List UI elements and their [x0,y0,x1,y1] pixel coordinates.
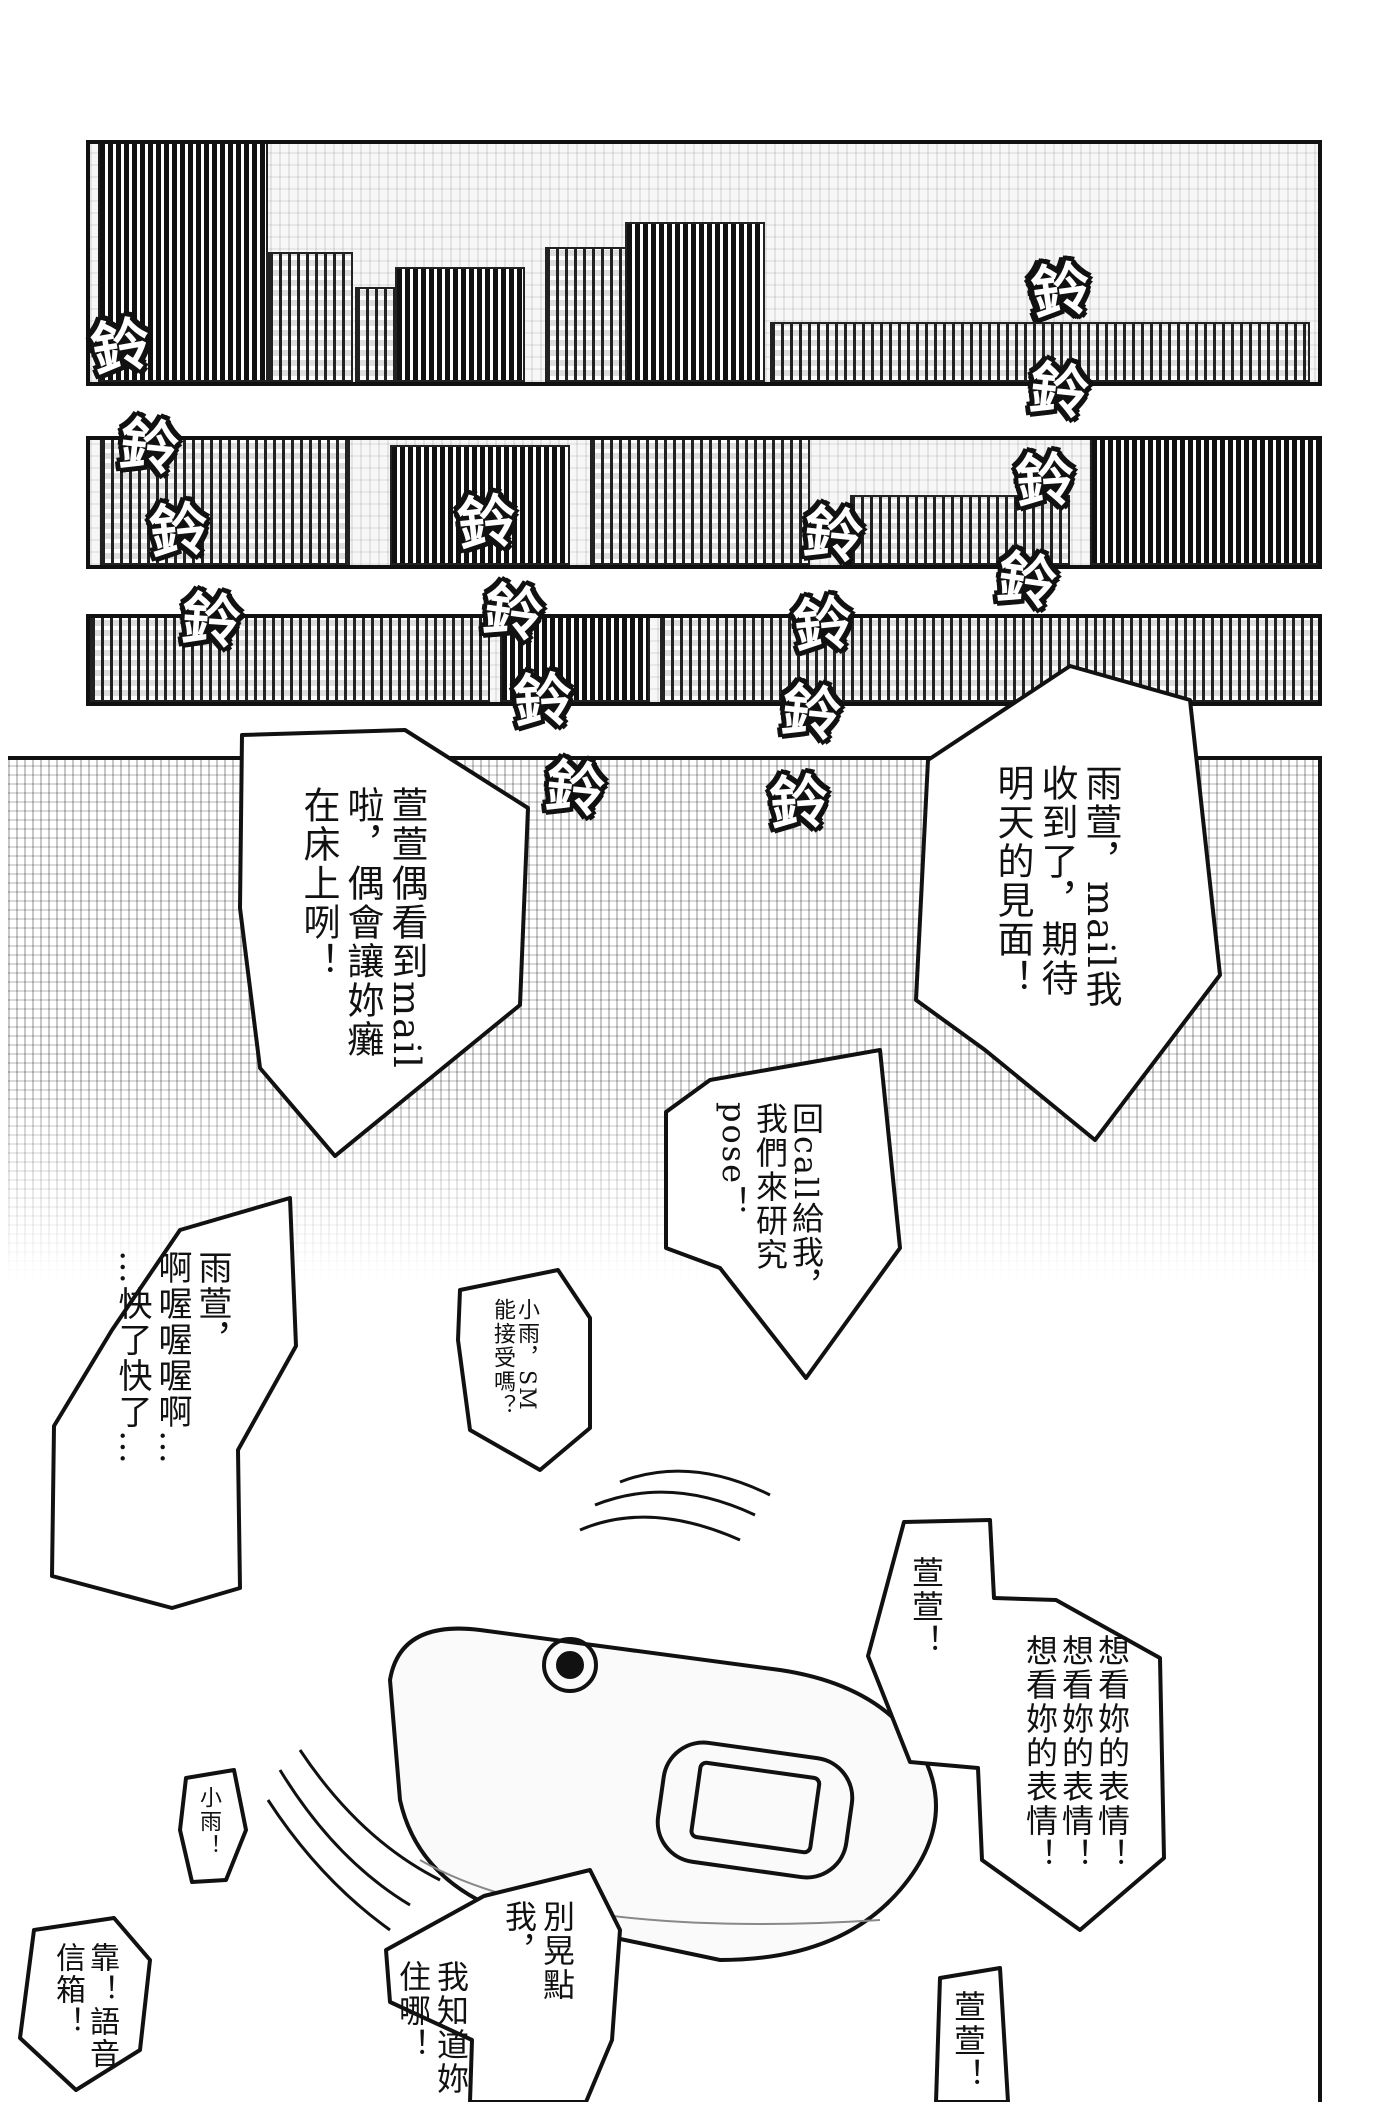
dialogue-11: 我知道妳 住哪！ [394,1960,470,2096]
dialogue-1: 雨萱，mail我 收到了，期待 明天的見面！ [991,764,1122,1009]
speech-bubble-8 [178,1768,248,1884]
building [98,144,268,382]
speech-bubble-6 [866,1518,1166,1932]
building [850,495,1070,565]
dialogue-10: 別晃點 我， [500,1900,576,2002]
speech-bubble-3 [664,1048,902,1380]
building [395,267,525,382]
building [500,618,650,702]
speech-bubble-12 [934,1966,1010,2102]
building [590,440,810,565]
building [100,440,350,565]
dialogue-2: 萱萱偶看到mail 啦，偶會讓妳癱 在床上咧！ [297,786,428,1070]
building [625,222,765,382]
building [660,618,1318,702]
panel-skyline-middle [86,436,1322,569]
speech-bubble-5 [50,1196,298,1610]
speech-bubble-10 [384,1868,622,2102]
speech-bubble-2 [238,728,530,1158]
building [1090,440,1318,565]
dialogue-9: 靠！語音 信箱！ [50,1942,119,2070]
dialogue-12: 萱萱！ [949,1990,987,2092]
panel-skyline-top [86,140,1322,386]
building [90,618,490,702]
dialogue-5: 雨萱， 啊喔喔喔啊… …快了快了… [112,1250,232,1466]
dialogue-8: 小雨！ [196,1786,221,1858]
dialogue-6: 萱萱！ [907,1556,945,1658]
speech-bubble-4 [456,1268,592,1472]
building [770,322,1310,382]
dialogue-4: 小雨，SM 能接受嗎？ [490,1298,539,1418]
panel-skyline-bottom [86,614,1322,706]
building [268,252,353,382]
dialogue-3: 回call給我， 我們來研究 pose！ [715,1102,825,1304]
building [390,445,570,565]
speech-bubble-1 [914,664,1222,1142]
speech-bubble-9 [18,1916,152,2092]
dialogue-7: 想看妳的表情！ 想看妳的表情！ 想看妳的表情！ [1021,1634,1131,1872]
